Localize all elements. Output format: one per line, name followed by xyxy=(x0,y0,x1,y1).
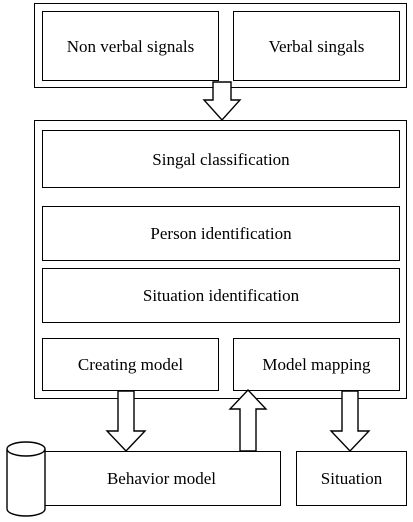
person-identification-label: Person identification xyxy=(150,224,292,243)
creating-model-to-behavior-arrow xyxy=(105,390,147,453)
situation-output-box: Situation xyxy=(296,451,407,506)
signals-to-processing-arrow xyxy=(202,81,242,122)
creating-model-label: Creating model xyxy=(77,355,184,374)
behavior-to-model-mapping-arrow xyxy=(228,388,268,452)
behavior-model-box: Behavior model xyxy=(42,451,281,506)
signal-classification-box: Singal classification xyxy=(42,130,400,188)
model-mapping-label: Model mapping xyxy=(262,355,371,374)
person-identification-box: Person identification xyxy=(42,206,400,261)
nonverbal-signals-label: Non verbal signals xyxy=(66,36,195,56)
verbal-signals-box: Verbal singals xyxy=(233,11,400,81)
nonverbal-signals-box: Non verbal signals xyxy=(42,11,219,81)
signal-classification-label: Singal classification xyxy=(152,149,290,169)
situation-identification-label: Situation identification xyxy=(142,286,300,305)
creating-model-box: Creating model xyxy=(42,338,219,391)
model-mapping-to-situation-arrow xyxy=(329,390,371,453)
situation-output-label: Situation xyxy=(320,469,383,488)
database-cylinder-icon xyxy=(6,441,46,517)
model-mapping-box: Model mapping xyxy=(233,338,400,391)
behavior-model-label: Behavior model xyxy=(106,469,217,488)
verbal-signals-label: Verbal singals xyxy=(268,36,365,56)
situation-identification-box: Situation identification xyxy=(42,268,400,323)
